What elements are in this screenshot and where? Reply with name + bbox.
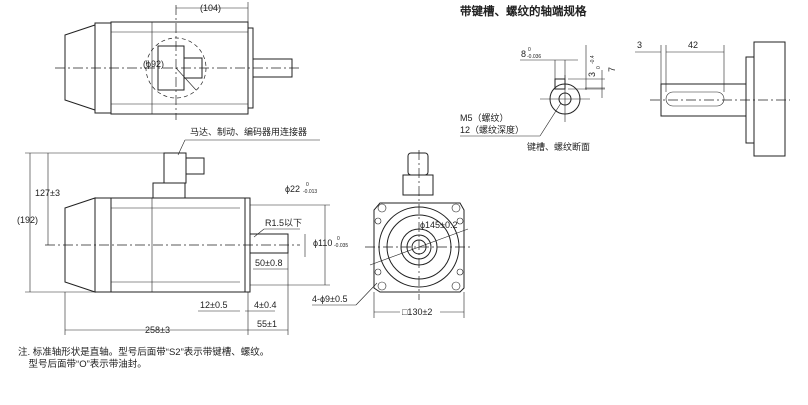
dim-side-42: 42 (688, 40, 698, 50)
dim-8: 8 (521, 49, 526, 59)
dim-phi92: (ϕ92) (143, 59, 164, 69)
dim-3-tol-lower: -0.4 (590, 55, 596, 64)
dim-8-tol-upper: 0 (528, 47, 531, 53)
dim-phi22: ϕ22 (285, 184, 300, 194)
depth-label: 12（螺纹深度） (460, 124, 524, 135)
note-line-1: 注. 标准轴形状是直轴。型号后面带“S2”表示带键槽、螺纹。 (18, 347, 270, 358)
dim-258: 258±3 (145, 325, 170, 335)
dim-phi110-tol-upper: 0 (337, 236, 340, 242)
dim-side-3: 3 (637, 40, 642, 50)
shaft-spec: 带键槽、螺纹的轴端规格 8 0 -0.036 3 0 7 -0.4 M5（螺纹）… (460, 4, 790, 157)
notes: 注. 标准轴形状是直轴。型号后面带“S2”表示带键槽、螺纹。 型号后面带“O”表… (18, 347, 269, 371)
dim-127: 127±3 (35, 188, 60, 198)
dim-50: 50±0.8 (255, 258, 282, 268)
dim-104: (104) (200, 3, 221, 13)
dim-phi145: ϕ145±0.2 (420, 220, 458, 230)
dim-55: 55±1 (257, 319, 277, 329)
dim-3: 3 (587, 72, 597, 77)
dim-130: □130±2 (402, 307, 432, 317)
dim-phi22-tol-upper: 0 (306, 182, 309, 188)
dim-holes: 4-ϕ9±0.5 (312, 294, 348, 304)
note-line-2: 型号后面带“O”表示带油封。 (18, 359, 147, 370)
dim-r15: R1.5以下 (265, 218, 302, 228)
dim-3-tol-upper: 0 (596, 66, 602, 69)
side-view: 马达、制动、编码器用连接器 (192) 127±3 ϕ22 0 -0.013 ϕ… (17, 126, 378, 335)
connector-label: 马达、制动、编码器用连接器 (190, 126, 307, 137)
top-view: (104) (ϕ92) (55, 2, 300, 120)
front-view: ϕ145±0.2 □130±2 (365, 150, 473, 318)
dim-7: 7 (607, 67, 617, 72)
thread-label: M5（螺纹） (460, 112, 509, 123)
dim-4: 4±0.4 (254, 300, 276, 310)
dim-192: (192) (17, 215, 38, 225)
shaft-spec-title: 带键槽、螺纹的轴端规格 (460, 4, 587, 18)
dim-8-tol-lower: -0.036 (527, 54, 541, 60)
dim-12: 12±0.5 (200, 300, 227, 310)
dim-phi110: ϕ110 (313, 238, 332, 248)
dim-phi22-tol-lower: -0.013 (303, 189, 317, 195)
section-caption: 键槽、螺纹断面 (527, 141, 590, 152)
dim-phi110-tol-lower: -0.035 (334, 243, 348, 249)
